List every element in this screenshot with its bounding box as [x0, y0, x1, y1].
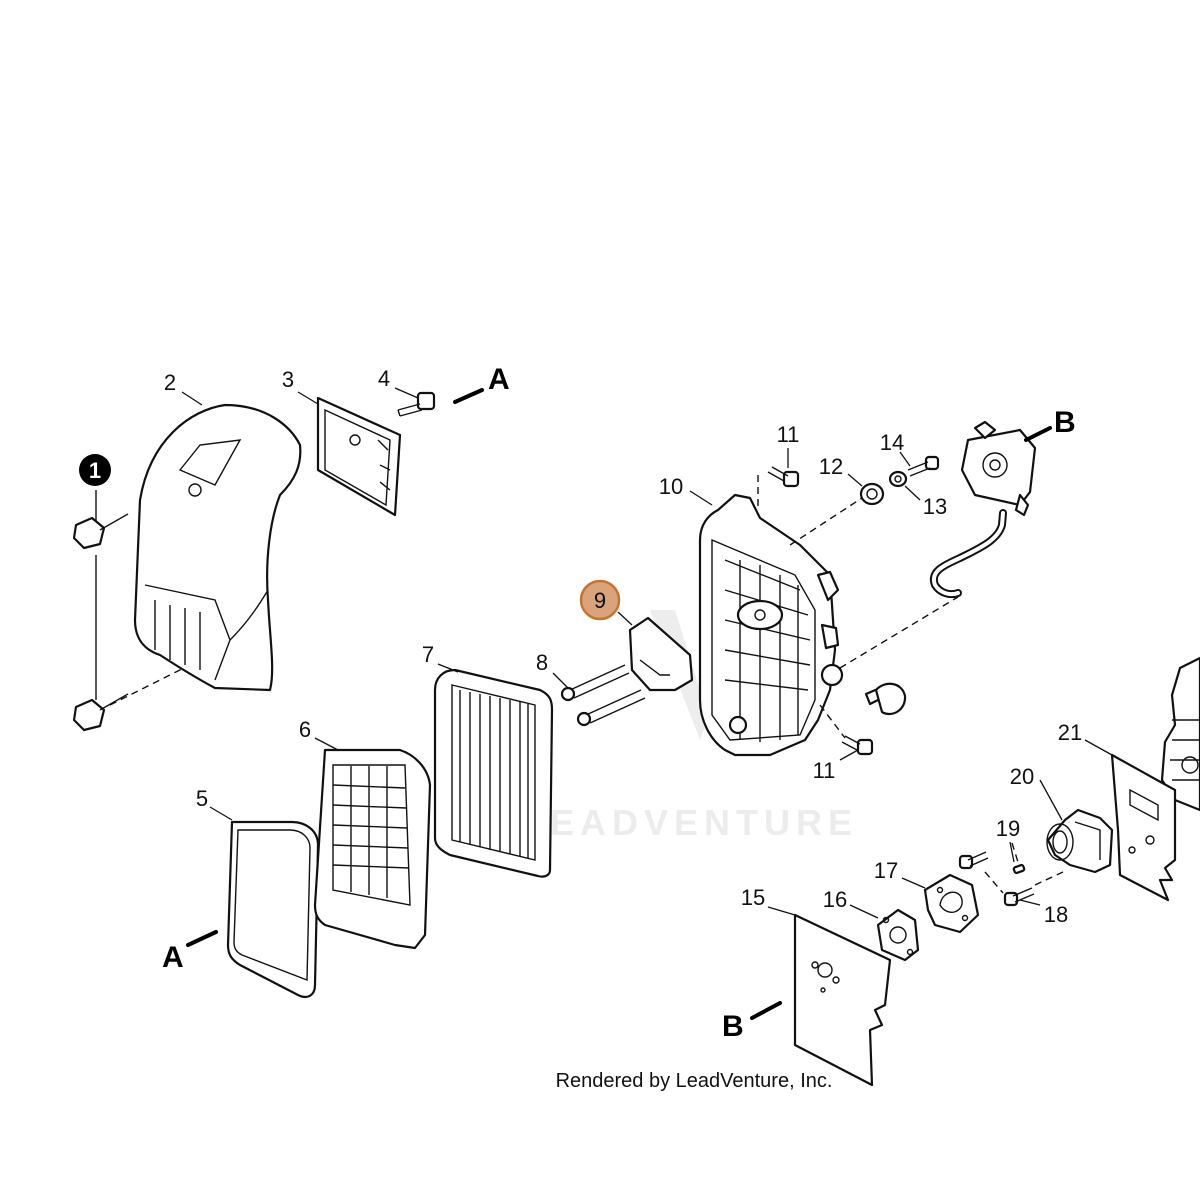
part-18-screws — [958, 851, 1064, 907]
primer-bulb — [864, 682, 907, 716]
part-10-backplate — [698, 493, 844, 757]
engine-cylinder — [1160, 656, 1200, 812]
callout-8: 8 — [536, 650, 548, 675]
callout-20: 20 — [1010, 764, 1034, 789]
part-6-prefilter — [313, 748, 432, 950]
part-12-sleeve — [859, 482, 885, 506]
highlight-circle-9 — [579, 579, 621, 621]
part-11-screws — [757, 466, 874, 756]
fuel-line — [929, 509, 1007, 599]
leader-lines — [181, 387, 1113, 919]
watermark-text: LEADVENTURE — [522, 802, 858, 843]
part-9-plate — [628, 616, 694, 692]
part-4-screw — [397, 391, 436, 417]
part-20-flange — [1046, 808, 1114, 874]
callout-9: 9 — [594, 588, 606, 613]
callout-3: 3 — [282, 367, 294, 392]
callout-16: 16 — [823, 887, 847, 912]
part-5-gasket — [226, 820, 320, 999]
assembly-lines — [789, 497, 959, 669]
callout-1: 1 — [89, 458, 101, 483]
ref-a-bottom: A — [162, 941, 184, 974]
callout-6: 6 — [299, 717, 311, 742]
callout-13: 13 — [923, 494, 947, 519]
part-2-cover — [133, 403, 302, 692]
part-15-shield — [793, 913, 892, 1087]
callout-15: 15 — [741, 885, 765, 910]
part-13-washer — [888, 470, 908, 488]
callout-2: 2 — [164, 370, 176, 395]
part-21-gasket — [1110, 753, 1177, 902]
part-16-gasket — [876, 908, 920, 962]
callout-7: 7 — [422, 642, 434, 667]
callout-5: 5 — [196, 786, 208, 811]
callout-10: 10 — [659, 474, 683, 499]
callout-1-disc — [79, 454, 111, 486]
callout-14: 14 — [880, 430, 904, 455]
ref-a-top: A — [488, 363, 510, 396]
part-3-bracket — [316, 396, 402, 517]
callout-17: 17 — [874, 858, 898, 883]
callout-labels: 1 2 3 4 5 6 7 8 9 10 11 11 12 13 14 15 1… — [89, 366, 1082, 927]
callout-11-top: 11 — [777, 422, 800, 447]
callout-21: 21 — [1058, 720, 1082, 745]
part-7-filter — [433, 668, 554, 878]
part-8-bolts — [560, 664, 646, 727]
ref-b-top: B — [1054, 406, 1076, 439]
part-17-spacer — [923, 873, 980, 934]
callout-12: 12 — [819, 454, 843, 479]
callout-19: 19 — [996, 816, 1020, 841]
part-1-screws — [72, 490, 201, 732]
render-credit: Rendered by LeadVenture, Inc. — [556, 1070, 833, 1092]
ref-b-bottom: B — [722, 1010, 744, 1043]
part-19-pin — [1011, 842, 1026, 875]
reference-marks: A A B B — [162, 363, 1076, 1043]
callout-4: 4 — [378, 366, 390, 391]
callout-11-bottom: 11 — [813, 758, 836, 783]
callout-18: 18 — [1044, 902, 1068, 927]
carburetor — [960, 420, 1037, 517]
part-14-screw — [907, 455, 940, 477]
